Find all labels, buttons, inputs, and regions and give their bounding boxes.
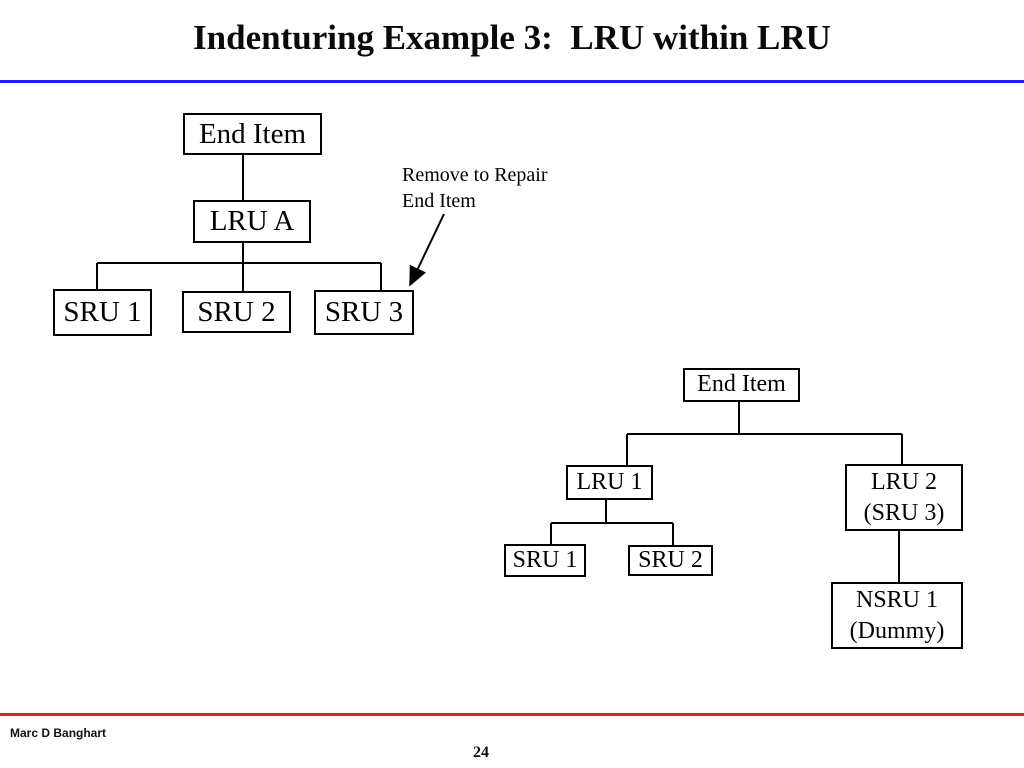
node-label: End Item: [198, 117, 307, 150]
node-label-line-1: LRU 2: [871, 468, 937, 495]
node-sru-3-left: SRU 3: [314, 290, 414, 335]
node-label: SRU 2: [197, 295, 276, 328]
node-label-line-2: (SRU 3): [863, 499, 945, 526]
node-end-item-left: End Item: [183, 113, 322, 155]
node-sru-2-left: SRU 2: [182, 291, 291, 333]
node-label: LRU 1: [576, 468, 643, 495]
title-divider-rule: [0, 80, 1024, 83]
page-number: 24: [473, 744, 489, 761]
node-label: SRU 2: [638, 546, 703, 573]
node-lru-a: LRU A: [193, 200, 311, 243]
footer-divider-rule: [0, 713, 1024, 716]
footer-author: Marc D Banghart: [10, 726, 107, 740]
remove-to-repair-annotation: Remove to Repair End Item: [402, 162, 548, 214]
node-label: End Item: [697, 371, 786, 398]
node-label: LRU A: [209, 205, 295, 238]
node-sru-2-right: SRU 2: [628, 545, 713, 576]
node-label: SRU 1: [63, 296, 142, 329]
node-lru-2-sru-3: LRU 2 (SRU 3): [845, 464, 963, 531]
annotation-line-1: Remove to Repair: [402, 164, 548, 186]
node-sru-1-left: SRU 1: [53, 289, 152, 336]
node-end-item-right: End Item: [683, 368, 800, 402]
node-label: SRU 3: [324, 296, 404, 329]
node-lru-1: LRU 1: [566, 465, 653, 500]
node-label-line-1: NSRU 1: [855, 586, 939, 613]
page-title: Indenturing Example 3: LRU within LRU: [193, 18, 831, 57]
node-label-line-2: (Dummy): [849, 617, 945, 644]
annotation-arrow: [409, 213, 445, 287]
node-label: SRU 1: [512, 546, 578, 573]
node-nsru-1-dummy: NSRU 1 (Dummy): [831, 582, 963, 649]
annotation-line-2: End Item: [402, 190, 476, 212]
node-sru-1-right: SRU 1: [504, 544, 586, 577]
